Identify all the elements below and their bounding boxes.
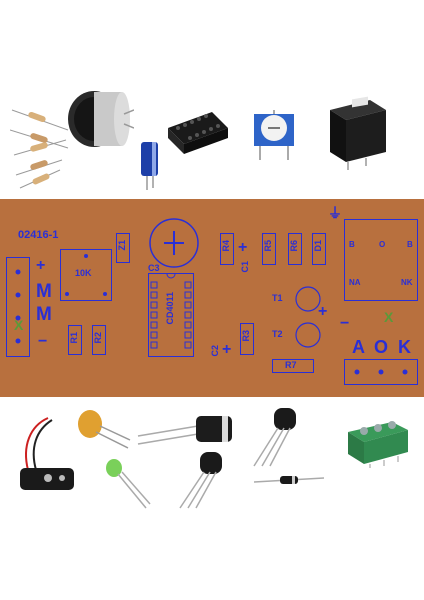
relay-icon <box>326 96 390 172</box>
diode-icon <box>253 470 325 490</box>
relay-pin-b2: B <box>407 240 413 249</box>
diode-d1-label: D1 <box>313 240 323 252</box>
resistor-r2-label: R2 <box>93 332 103 344</box>
resistor-r2: R2 <box>92 325 106 355</box>
diode-z1-footprint: Z1 <box>116 233 130 263</box>
capacitor-icon <box>138 140 162 190</box>
input-plus-sign: + <box>36 257 46 274</box>
electrolytic-cap-icon <box>136 412 236 450</box>
power-plus-sign: + <box>318 303 328 320</box>
capacitor-c2-symbol: + <box>222 341 232 358</box>
relay-pin-na: NA <box>349 278 361 287</box>
battery-clip-icon <box>8 416 82 494</box>
output-label-k: K <box>398 337 411 357</box>
resistor-r7: R7 <box>272 359 314 373</box>
ic-ref-label: C3 <box>148 263 160 273</box>
ic-socket-icon <box>166 108 230 162</box>
capacitor-c1-symbol: + <box>238 239 248 256</box>
transistor-t2-label: T2 <box>272 329 283 339</box>
diode-d1-footprint: D1 <box>312 233 326 265</box>
resistor-r4-label: R4 <box>221 240 231 252</box>
transistor-icon <box>246 406 302 468</box>
transistor-t2-footprint <box>295 322 321 348</box>
ceramic-cap-icon <box>74 404 132 452</box>
relay-pin-b1: B <box>349 240 355 249</box>
relay-pin-nk: NK <box>401 278 413 287</box>
pot-footprint: 10K <box>60 249 112 301</box>
output-connector <box>344 359 418 385</box>
input-minus-sign: − <box>38 333 48 350</box>
resistor-r6: R6 <box>288 233 302 265</box>
pcb-board: 02416-1 + M M X − 10K Z1 R1 R2 C <box>0 199 424 397</box>
ic-footprint: CD4011 <box>148 273 194 357</box>
pot-label: 10K <box>75 268 92 278</box>
resistors-icon <box>9 100 70 190</box>
terminal-block-icon <box>346 416 410 468</box>
input-connector <box>6 257 30 357</box>
relay-marker: ⏚ <box>328 205 342 221</box>
resistor-r4: R4 <box>220 233 234 265</box>
resistor-r5-label: R5 <box>263 240 273 252</box>
capacitor-c1-label: C1 <box>240 261 250 273</box>
capacitor-c2-label: C2 <box>210 345 220 357</box>
capacitor-c3-footprint <box>149 218 199 268</box>
transistor-t1-footprint <box>295 286 321 312</box>
resistor-r1-label: R1 <box>69 332 79 344</box>
diode-z1-label: Z1 <box>117 240 127 251</box>
resistor-r6-label: R6 <box>289 240 299 252</box>
microphone-icon <box>64 84 135 154</box>
input-letter-m2: M <box>36 304 52 325</box>
ic-label: CD4011 <box>165 292 175 325</box>
resistor-r1: R1 <box>68 325 82 355</box>
resistor-r3: R3 <box>240 323 254 355</box>
input-letter-m1: M <box>36 281 52 302</box>
output-label-a: A <box>352 337 365 357</box>
trimmer-pot-icon <box>248 104 300 162</box>
led-icon <box>102 456 154 510</box>
transistor-t1-label: T1 <box>272 293 283 303</box>
resistor-r7-label: R7 <box>285 360 297 370</box>
relay-footprint: B O B NA NK <box>344 219 418 301</box>
output-mark: X <box>384 309 394 325</box>
resistor-r3-label: R3 <box>241 330 251 342</box>
transistor-icon-2 <box>172 450 228 510</box>
input-mark: X <box>14 317 24 333</box>
power-minus-sign: − <box>340 315 350 332</box>
relay-pin-o: O <box>379 240 386 249</box>
board-code: 02416-1 <box>18 229 59 241</box>
output-label-o: O <box>374 337 389 357</box>
resistor-r5: R5 <box>262 233 276 265</box>
